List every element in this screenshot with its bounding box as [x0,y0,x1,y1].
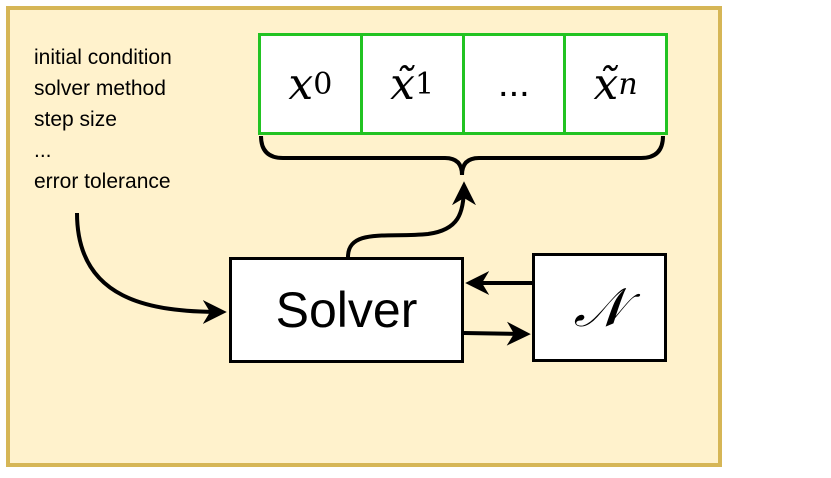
sequence-cell-x0-base: x [288,58,314,110]
sequence-cell-ellipsis: ... [461,33,567,135]
parameter-ellipsis: ... [34,139,52,162]
sequence-cell-x1: x̃1 [359,33,465,135]
solver-to-network-arrow [463,321,531,346]
solver-label: Solver [275,282,418,338]
parameter-error-tolerance: error tolerance [34,170,171,193]
parameter-list: initial condition solver method step siz… [34,42,172,197]
parameters-to-solver-arrow [75,212,227,324]
network-label: 𝒩 [573,275,626,339]
sequence-cell-x1-sub: 1 [414,66,435,102]
solver-to-sequence-arrow [346,181,476,258]
parameter-solver-method: solver method [34,77,166,100]
sequence-cell-xn-base: x̃ [593,58,619,110]
sequence-cell-x0-sub: 0 [313,66,333,102]
sequence-cell-ellipsis-text: ... [498,62,530,105]
sequence-cell-xn: x̃n [563,33,668,135]
parameter-initial-condition: initial condition [34,46,172,69]
sequence-brace [259,135,665,176]
sequence-cell-xn-sub: n [618,66,638,102]
network-box: 𝒩 [532,253,667,362]
parameter-step-size: step size [34,108,117,131]
sequence-cell-x1-base: x̃ [390,58,415,110]
solver-box: Solver [229,257,464,363]
